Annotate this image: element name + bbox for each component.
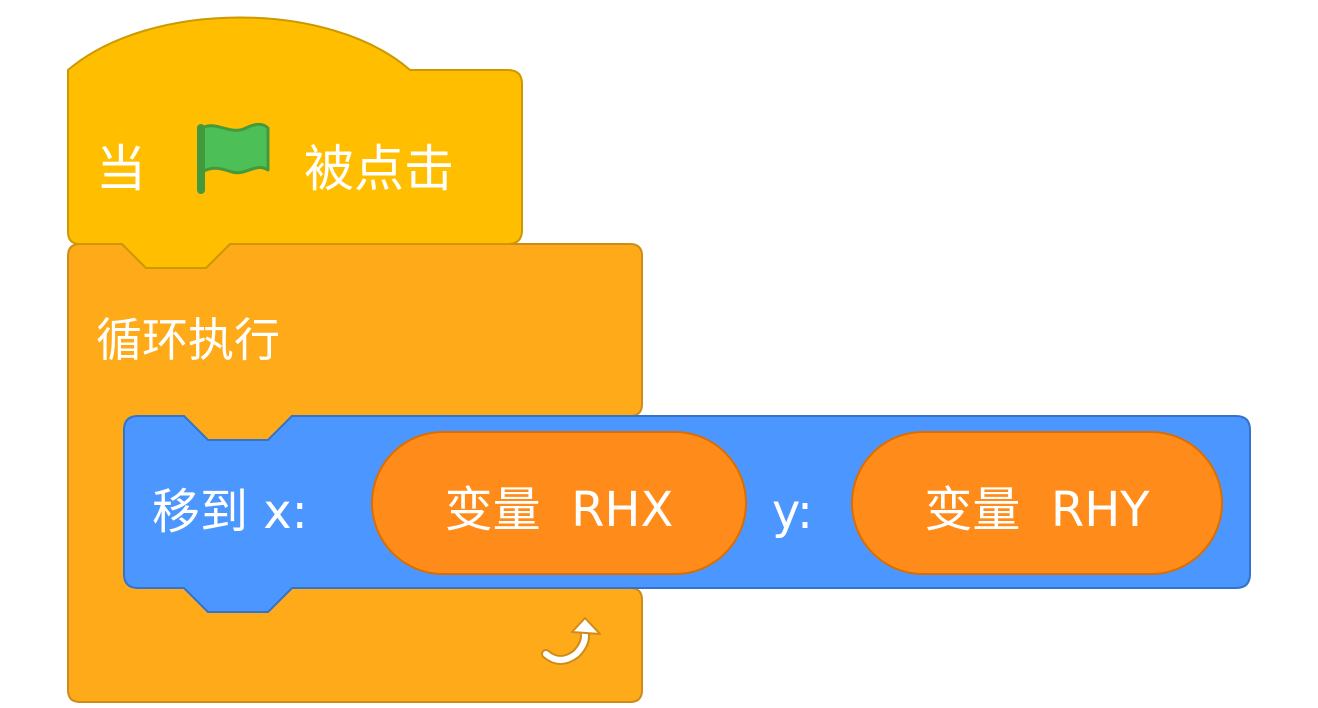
when-flag-clicked-block[interactable]: 当 被点击 [67,16,523,269]
hat-block-prefix: 当 [96,140,146,198]
hat-block-suffix: 被点击 [304,140,454,198]
green-flag-icon [197,122,270,194]
y-reporter-variable-rhy[interactable]: 变量 RHY [851,431,1223,575]
forever-block-label: 循环执行 [96,313,280,367]
y-reporter-label: 变量 RHY [924,482,1150,538]
x-reporter-label: 变量 RHX [445,482,674,538]
loop-arrow-icon [541,617,601,665]
go-to-xy-block[interactable]: 移到 x: 变量 RHX y: 变量 RHY [123,415,1251,613]
motion-block-y-label: y: [772,484,813,540]
motion-block-label: 移到 x: [152,484,308,540]
x-reporter-variable-rhx[interactable]: 变量 RHX [371,431,747,575]
hat-block-body [67,16,523,269]
